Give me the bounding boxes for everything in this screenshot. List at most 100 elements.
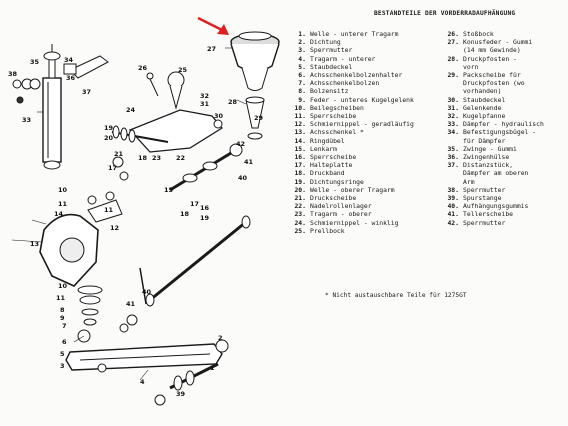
part-number: 14. xyxy=(294,136,306,145)
parts-list-item: 35.Zwinge - Gummi xyxy=(443,145,568,153)
part-description: Druckpfosten (wo xyxy=(463,79,525,88)
callout-1: 1 xyxy=(210,364,215,372)
parts-list-item: 3.Sperrmutter xyxy=(290,46,440,54)
callout-40: 40 xyxy=(238,174,248,182)
parts-list-item: 32.Kugelpfanne xyxy=(443,112,568,120)
upper-shaft-part-20 xyxy=(111,125,169,181)
parts-list-item: 31.Gelenkende xyxy=(443,104,568,112)
parts-list-item: 28. Druckpfosten - xyxy=(443,55,568,63)
part-number: 40. xyxy=(447,202,459,211)
part-number xyxy=(443,63,459,71)
parts-list-item: vorn xyxy=(443,63,568,71)
callout-30: 30 xyxy=(214,112,224,120)
parts-list-item: 23.Tragarm - oberer xyxy=(290,210,440,218)
callout-27: 27 xyxy=(207,45,216,53)
parts-list-item: 26.Stoßbock xyxy=(443,30,568,38)
parts-list-item: 42.Sperrmutter xyxy=(443,219,568,227)
part-description: Dichtungsringe xyxy=(310,177,364,186)
part-number: 28. xyxy=(447,54,459,63)
parts-list-item: 29.Packscheibe für xyxy=(443,71,568,79)
part-number: 15. xyxy=(294,144,306,153)
parts-list-item: 22.Nadelrollenlager xyxy=(290,202,440,210)
lower-arm-part-4 xyxy=(65,339,229,373)
part-number: 24. xyxy=(294,218,306,227)
part-number: 32. xyxy=(447,112,459,121)
callout-18: 18 xyxy=(138,154,148,162)
callout-10b: 10 xyxy=(58,282,68,290)
part-description: Lenkarm xyxy=(310,144,337,153)
parts-list-item: 13.Achsschenkel * xyxy=(290,128,440,136)
parts-list-item: 19.Dichtungsringe xyxy=(290,178,440,186)
part-number: 13. xyxy=(294,128,306,137)
callout-31: 31 xyxy=(200,100,210,108)
parts-list-item: Druckpfosten (wo xyxy=(443,79,568,87)
parts-list-item: 20.Welle - oberer Tragarm xyxy=(290,186,440,194)
rubber-cone-part-27 xyxy=(230,31,280,91)
callout-3: 3 xyxy=(60,362,65,370)
part-number xyxy=(443,178,459,186)
callout-15: 15 xyxy=(164,186,174,194)
part-number: 35. xyxy=(447,144,459,153)
parts-list-item: Dämpfer am oberen xyxy=(443,169,568,177)
callout-13: 13 xyxy=(30,240,39,248)
callout-29: 29 xyxy=(254,114,264,122)
callout-41: 41 xyxy=(244,158,254,166)
part-number: 9. xyxy=(298,95,306,104)
parts-list-item: 12.Schmiernippel - geradläufig xyxy=(290,120,440,128)
callout-35: 35 xyxy=(30,58,40,66)
part-description: Schmiernippel - geradläufig xyxy=(310,120,414,129)
callout-20: 20 xyxy=(104,134,114,142)
parts-list-item: 41.Tellerscheibe xyxy=(443,210,568,218)
part-description: Dichtung xyxy=(310,38,341,47)
parts-list-item: 4. Tragarm - unterer xyxy=(290,55,440,63)
part-description: Sperrscheibe xyxy=(310,153,357,162)
part-number xyxy=(443,87,459,95)
callout-40b: 40 xyxy=(142,288,152,296)
part-number: 11. xyxy=(294,112,306,121)
part-description: Druckscheibe xyxy=(310,194,357,203)
parts-list-item: 9.Feder - unteres Kugelgelenk xyxy=(290,96,440,104)
callout-10: 10 xyxy=(58,186,68,194)
part-number: 4. xyxy=(298,54,306,63)
callout-9: 9 xyxy=(60,314,65,322)
callout-17: 17 xyxy=(108,164,117,172)
part-description: Gelenkende xyxy=(463,103,502,112)
highlight-arrow-icon xyxy=(197,16,229,35)
part-description: Tragarm - unterer xyxy=(310,54,376,63)
callout-19b: 19 xyxy=(200,214,210,222)
footnote: * Nicht austauschbare Teile für 1275GT xyxy=(325,292,467,299)
parts-list-item: 7.Achsschenkelbolzen xyxy=(290,79,440,87)
callout-labels: 27 28 29 26 25 35 38 34 33 36 37 24 32 3… xyxy=(8,45,264,398)
parts-list-item: 8.Bolzensitz xyxy=(290,87,440,95)
callout-4: 4 xyxy=(140,378,145,386)
tie-rod-part-40-42 xyxy=(119,314,219,406)
callout-11: 11 xyxy=(58,200,68,208)
part-number: 34. xyxy=(447,128,459,137)
bracket-part-34 xyxy=(63,55,109,79)
part-description: Dämpfer - hydraulisch xyxy=(463,120,544,129)
part-description: Zwingenhülse xyxy=(463,153,510,162)
part-number: 21. xyxy=(294,194,306,203)
part-description: Packscheibe für xyxy=(463,71,521,80)
part-number: 38. xyxy=(447,185,459,194)
post-part-28 xyxy=(245,96,265,140)
part-number: 17. xyxy=(294,161,306,170)
part-description: Sperrmutter xyxy=(463,218,506,227)
part-description: Welle - unterer Tragarm xyxy=(310,30,399,38)
part-description: Tellerscheibe xyxy=(463,210,514,219)
parts-list-item: vorhanden) xyxy=(443,87,568,95)
part-description: Staubdeckel xyxy=(310,62,353,71)
part-number: 1. xyxy=(298,30,306,38)
callout-42: 42 xyxy=(236,140,245,148)
callout-6: 6 xyxy=(62,338,67,346)
part-description: Aufhängungsgummis xyxy=(463,202,529,211)
part-number: 26. xyxy=(447,30,459,38)
part-number xyxy=(443,169,459,177)
parts-list-item: 18.Druckband xyxy=(290,169,440,177)
part-description: Druckpfosten - xyxy=(463,54,517,63)
part-description: Sperrmutter xyxy=(463,185,506,194)
part-number: 18. xyxy=(294,169,306,178)
callout-39: 39 xyxy=(176,390,186,398)
parts-list-item: 36.Zwingenhülse xyxy=(443,153,568,161)
